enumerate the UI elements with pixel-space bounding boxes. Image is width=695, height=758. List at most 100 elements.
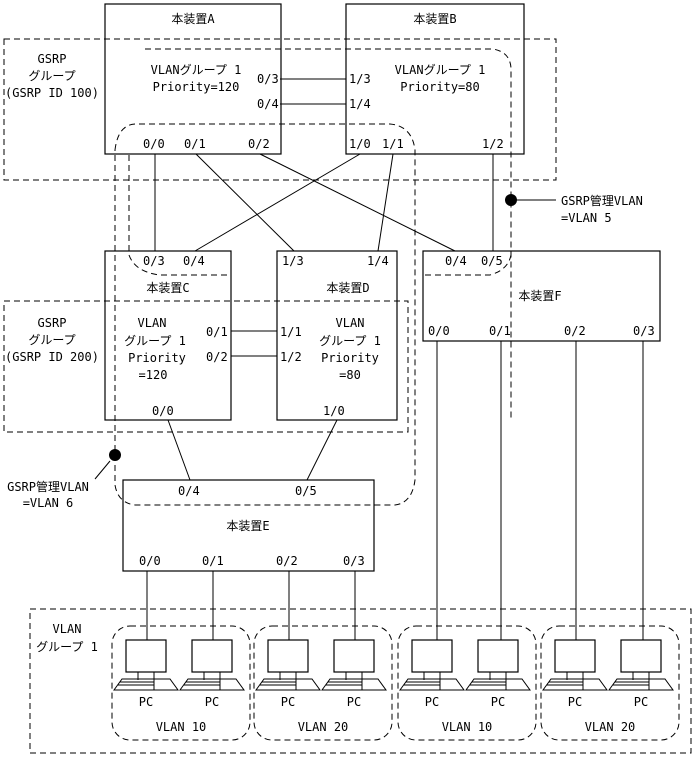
device-F-label: 本装置F: [518, 289, 561, 303]
pc-label: PC: [491, 695, 505, 709]
svg-text:(GSRP ID 200): (GSRP ID 200): [5, 350, 99, 364]
port-B-1-0: 1/0: [349, 137, 371, 151]
cluster-vlan-label: VLAN 20: [298, 720, 349, 734]
cluster-vlan-label: VLAN 20: [585, 720, 636, 734]
pc-label: PC: [139, 695, 153, 709]
device-D-priority-line2: =80: [339, 368, 361, 382]
device-D-vlan-line2: グループ 1: [319, 334, 381, 348]
link-B11-D14: [377, 153, 394, 252]
port-B-1-4: 1/4: [349, 97, 371, 111]
port-F-0-0: 0/0: [428, 324, 450, 338]
port-A-0-1: 0/1: [184, 137, 206, 151]
links: [146, 78, 644, 640]
port-E-0-3: 0/3: [343, 554, 365, 568]
port-D-1-0: 1/0: [323, 404, 345, 418]
pc-icon[interactable]: PC: [608, 639, 674, 709]
device-B-vlan-group: VLANグループ 1: [395, 63, 486, 77]
bottom-vlan-group-region: [29, 608, 692, 754]
link-B10-C04: [194, 153, 361, 252]
bottom-vlan-group-label: VLAN グループ 1: [36, 622, 98, 654]
pc-label: PC: [425, 695, 439, 709]
device-A-priority: Priority=120: [153, 80, 240, 94]
port-C-0-0: 0/0: [152, 404, 174, 418]
port-B-1-3: 1/3: [349, 72, 371, 86]
vlan-cluster-region: [253, 625, 393, 741]
port-D-1-1: 1/1: [280, 325, 302, 339]
svg-text:=VLAN 6: =VLAN 6: [23, 496, 74, 510]
port-E-0-0: 0/0: [139, 554, 161, 568]
pc-icon[interactable]: PC: [113, 639, 179, 709]
port-F-0-2: 0/2: [564, 324, 586, 338]
gsrp-group-100-region: [3, 38, 557, 181]
device-B[interactable]: 本装置B VLANグループ 1 Priority=80 1/3 1/4 1/0 …: [345, 3, 525, 155]
device-F[interactable]: 本装置F 0/4 0/5 0/0 0/1 0/2 0/3: [422, 250, 661, 342]
pc-icon[interactable]: PC: [255, 639, 321, 709]
port-A-0-4: 0/4: [257, 97, 279, 111]
link-C00-E04: [167, 419, 191, 481]
port-C-0-3: 0/3: [143, 254, 165, 268]
device-D[interactable]: 本装置D VLAN グループ 1 Priority =80 1/3 1/4 1/…: [276, 250, 398, 421]
pc-icon[interactable]: PC: [179, 639, 245, 709]
vlan-cluster-region: [540, 625, 680, 741]
port-C-0-2: 0/2: [206, 350, 228, 364]
pc-cluster: PC PC VLAN 20: [253, 625, 393, 741]
vlan-region-inner-right: [425, 254, 512, 276]
pc-label: PC: [634, 695, 648, 709]
device-C-priority-line1: Priority: [128, 351, 186, 365]
device-B-priority: Priority=80: [400, 80, 479, 94]
port-E-0-1: 0/1: [202, 554, 224, 568]
gsrp-group-200-label: GSRP グループ (GSRP ID 200): [5, 316, 99, 364]
device-A[interactable]: 本装置A VLANグループ 1 Priority=120 0/3 0/4 0/0…: [104, 3, 282, 155]
svg-text:グループ: グループ: [28, 333, 75, 347]
port-E-0-5: 0/5: [295, 484, 317, 498]
gsrp-group-100-label: GSRP グループ (GSRP ID 100): [5, 52, 99, 100]
port-B-1-2: 1/2: [482, 137, 504, 151]
gsrp-group-200-region: [3, 300, 409, 433]
vlan6-region: [114, 123, 416, 506]
pc-label: PC: [205, 695, 219, 709]
device-E[interactable]: 本装置E 0/4 0/5 0/0 0/1 0/2 0/3: [122, 479, 375, 572]
link-D10-E05: [306, 419, 338, 481]
port-F-0-5: 0/5: [481, 254, 503, 268]
device-C-label: 本装置C: [146, 281, 189, 295]
port-A-0-0: 0/0: [143, 137, 165, 151]
mgmt-vlan-5-dot-icon: [505, 194, 517, 206]
port-E-0-4: 0/4: [178, 484, 200, 498]
vlan-cluster-region: [111, 625, 251, 741]
port-F-0-3: 0/3: [633, 324, 655, 338]
pc-icon[interactable]: PC: [321, 639, 387, 709]
device-D-vlan-line1: VLAN: [336, 316, 365, 330]
svg-text:グループ: グループ: [28, 69, 75, 83]
port-A-0-2: 0/2: [248, 137, 270, 151]
vlan5-region-top: [145, 48, 512, 420]
device-D-priority-line1: Priority: [321, 351, 379, 365]
vlan-cluster-region: [397, 625, 537, 741]
port-D-1-4: 1/4: [367, 254, 389, 268]
port-D-1-3: 1/3: [282, 254, 304, 268]
svg-text:グループ 1: グループ 1: [36, 640, 98, 654]
pc-icon[interactable]: PC: [542, 639, 608, 709]
device-E-label: 本装置E: [226, 519, 269, 533]
pc-label: PC: [347, 695, 361, 709]
svg-text:VLAN: VLAN: [53, 622, 82, 636]
pc-label: PC: [568, 695, 582, 709]
device-C-vlan-line2: グループ 1: [124, 334, 186, 348]
device-B-label: 本装置B: [413, 12, 456, 26]
svg-text:GSRP管理VLAN: GSRP管理VLAN: [561, 193, 643, 208]
port-C-0-4: 0/4: [183, 254, 205, 268]
port-E-0-2: 0/2: [276, 554, 298, 568]
port-F-0-4: 0/4: [445, 254, 467, 268]
device-A-label: 本装置A: [171, 12, 215, 26]
port-F-0-1: 0/1: [489, 324, 511, 338]
pc-icon[interactable]: PC: [399, 639, 465, 709]
cluster-vlan-label: VLAN 10: [442, 720, 493, 734]
svg-text:GSRP: GSRP: [38, 52, 67, 66]
svg-text:(GSRP ID 100): (GSRP ID 100): [5, 86, 99, 100]
pc-icon[interactable]: PC: [465, 639, 531, 709]
device-C[interactable]: 本装置C VLAN グループ 1 Priority =120 0/3 0/4 0…: [104, 250, 232, 421]
device-D-label: 本装置D: [326, 281, 369, 295]
vlan-region-inner-left: [128, 155, 230, 276]
